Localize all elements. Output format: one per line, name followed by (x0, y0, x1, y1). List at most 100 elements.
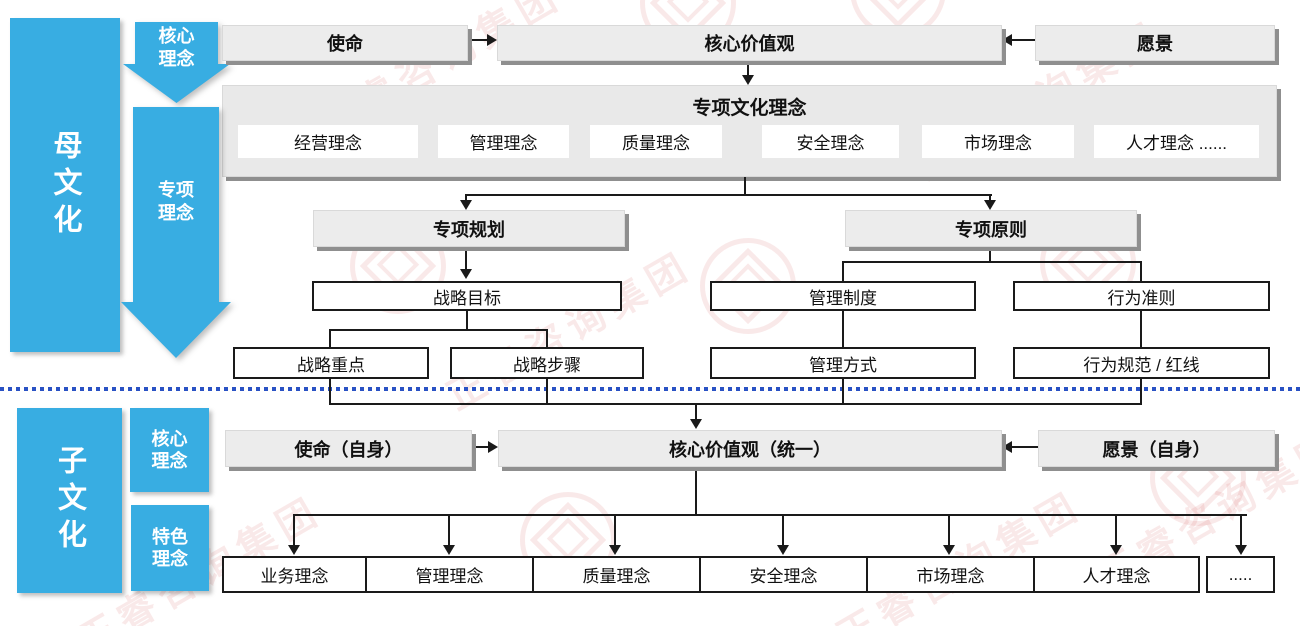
node-core-values-unified: 核心价值观（统一） (498, 430, 1002, 467)
node-vision-own: 愿景（自身） (1038, 430, 1275, 467)
connector-line (695, 403, 697, 420)
node-mission-label: 使命 (327, 34, 363, 54)
child-feature-idea-label: 特色理念 (152, 526, 188, 570)
node-core-values-unified-label: 核心价值观（统一） (669, 439, 831, 460)
node-behavior-guidelines-label: 行为准则 (1107, 288, 1176, 308)
arrowhead-down (690, 419, 702, 429)
arrowhead-down (460, 269, 472, 279)
connector-line (465, 249, 467, 270)
arrowhead-left (1002, 34, 1012, 46)
core-idea-arrow-label: 核心理念 (158, 26, 195, 69)
arrowhead-down (1110, 545, 1122, 555)
connector-line (1140, 379, 1142, 405)
core-idea-arrow: 核心理念 (123, 22, 230, 103)
special-culture-item: 质量理念 (590, 125, 722, 158)
node-vision: 愿景 (1035, 25, 1275, 61)
connector-line (842, 261, 844, 281)
node-market-idea: 市场理念 (866, 556, 1035, 593)
connector-line (1011, 446, 1038, 448)
connector-line (782, 514, 784, 546)
connector-line (842, 379, 844, 405)
down-arrow-icon (121, 107, 231, 358)
node-strategy-goal-label: 战略目标 (433, 288, 501, 308)
node-behavior-guidelines: 行为准则 (1013, 281, 1270, 311)
arrowhead-down (288, 545, 300, 555)
special-culture-item: 管理理念 (438, 125, 569, 158)
node-safety-idea-label: 安全理念 (749, 567, 818, 586)
connector-line (1140, 261, 1142, 281)
node-core-values: 核心价值观 (497, 25, 1002, 61)
arrowhead-down (742, 75, 754, 85)
child-core-idea-tag: 核心理念 (130, 408, 209, 492)
node-behavior-norms-label: 行为规范 / 红线 (1083, 355, 1200, 375)
connector-line (329, 379, 331, 405)
connector-line (1140, 311, 1142, 347)
parent-child-divider (0, 387, 1300, 391)
node-more-ideas: ..... (1206, 556, 1275, 593)
connector-line (329, 403, 1142, 405)
connector-line (948, 514, 950, 546)
node-vision-label: 愿景 (1137, 34, 1173, 54)
node-behavior-norms: 行为规范 / 红线 (1013, 347, 1270, 379)
connector-line (1115, 514, 1117, 546)
parent-culture-bar: 母文化 (10, 18, 120, 352)
watermark-text: 正睿咨询集团 (1090, 424, 1300, 599)
node-management-idea-label: 管理理念 (415, 567, 484, 586)
node-strategy-steps: 战略步骤 (450, 347, 644, 379)
node-quality-idea-label: 质量理念 (582, 567, 651, 586)
special-culture-item: 人才理念 ...... (1094, 125, 1259, 158)
node-special-planning-label: 专项规划 (433, 219, 505, 240)
connector-line (695, 466, 697, 516)
node-strategy-steps-label: 战略步骤 (513, 355, 581, 375)
node-management-system: 管理制度 (710, 281, 976, 311)
connector-line (546, 379, 548, 405)
node-strategy-focus-label: 战略重点 (297, 355, 365, 375)
node-more-ideas-label: ..... (1228, 564, 1253, 584)
connector-line (329, 329, 331, 347)
node-mission-own-label: 使命（自身） (294, 439, 403, 460)
node-core-values-label: 核心价值观 (704, 34, 795, 54)
connector-line (1240, 514, 1242, 546)
node-business-idea-label: 业务理念 (260, 567, 329, 586)
connector-line (329, 329, 548, 331)
connector-line (747, 60, 749, 77)
node-quality-idea: 质量理念 (532, 556, 701, 593)
node-special-principles-label: 专项原则 (955, 219, 1027, 240)
child-core-idea-label: 核心理念 (151, 428, 188, 472)
node-management-idea: 管理理念 (365, 556, 534, 593)
connector-line (470, 446, 490, 448)
special-idea-arrow: 专项理念 (121, 107, 231, 358)
arrowhead-down (609, 545, 621, 555)
connector-line (842, 261, 1142, 263)
special-culture-item: 市场理念 (922, 125, 1074, 158)
special-culture-title: 专项文化理念 (692, 98, 807, 119)
connector-line (546, 329, 548, 347)
node-talent-idea-label: 人才理念 (1082, 567, 1151, 586)
arrowhead-right (488, 441, 498, 453)
node-safety-idea: 安全理念 (699, 556, 868, 593)
arrowhead-down (984, 200, 996, 210)
node-mission-own: 使命（自身） (225, 430, 472, 467)
connector-line (468, 39, 490, 41)
node-mission: 使命 (222, 25, 468, 61)
special-culture-item: 安全理念 (762, 125, 899, 158)
special-culture-item: 经营理念 (238, 125, 418, 158)
arrowhead-right (487, 34, 497, 46)
node-management-method: 管理方式 (710, 347, 976, 379)
connector-line (989, 249, 991, 263)
child-culture-label: 子文化 (53, 445, 86, 556)
node-strategy-goal: 战略目标 (312, 281, 622, 311)
connector-line (293, 514, 295, 546)
arrowhead-down (943, 545, 955, 555)
connector-line (614, 514, 616, 546)
node-management-system-label: 管理制度 (809, 288, 877, 308)
connector-line (466, 311, 468, 331)
node-talent-idea: 人才理念 (1033, 556, 1200, 593)
special-idea-arrow-label: 专项理念 (158, 180, 194, 223)
connector-line (744, 177, 746, 195)
connector-line (465, 194, 992, 196)
connector-line (448, 514, 450, 546)
connector-line (465, 194, 467, 202)
connector-line (293, 514, 1247, 516)
